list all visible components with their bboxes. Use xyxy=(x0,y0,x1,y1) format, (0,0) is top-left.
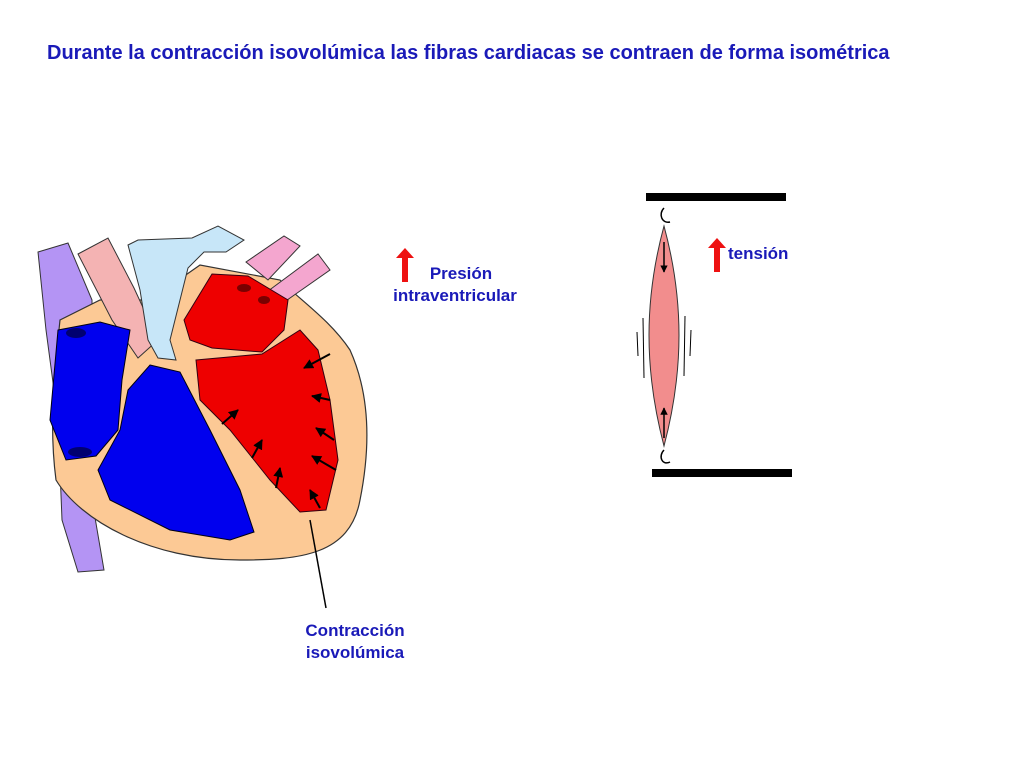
right-ventricle xyxy=(97,364,255,541)
slide-title: Durante la contracción isovolúmica las f… xyxy=(47,42,890,64)
pressure-increase-arrow-icon xyxy=(396,248,414,282)
contraction-arrow xyxy=(311,393,331,403)
pressure-label-line1: Presión xyxy=(429,264,493,283)
tension-increase-arrow-icon xyxy=(708,238,726,272)
contraction-arrow xyxy=(311,455,337,471)
pressure-label-line2: intraventricular xyxy=(393,286,517,305)
tension-label: tensión xyxy=(728,244,789,263)
bottom-hook xyxy=(660,449,671,464)
contraction-label-line1: Contracción xyxy=(305,621,405,640)
bottom-bar xyxy=(652,469,792,477)
left-atrium xyxy=(183,273,289,353)
contraction-arrow xyxy=(251,439,263,459)
aorta xyxy=(127,225,245,361)
top-bar xyxy=(646,193,786,201)
label-pointer-line xyxy=(309,519,327,609)
pressure-label: Presión intraventricular xyxy=(380,263,530,307)
muscle-fiber xyxy=(648,224,680,448)
pulmonary-vein-upper xyxy=(245,235,301,281)
left-ventricle xyxy=(195,329,339,513)
contraction-label: Contracción isovolúmica xyxy=(280,620,430,664)
contraction-arrow xyxy=(273,467,284,489)
right-atrium xyxy=(49,321,131,461)
top-hook xyxy=(660,207,671,223)
contraction-arrow xyxy=(303,353,331,369)
contraction-label-line2: isovolúmica xyxy=(305,643,405,662)
contraction-arrow xyxy=(221,409,239,425)
contraction-arrow xyxy=(309,489,321,509)
contraction-arrow xyxy=(315,427,335,441)
